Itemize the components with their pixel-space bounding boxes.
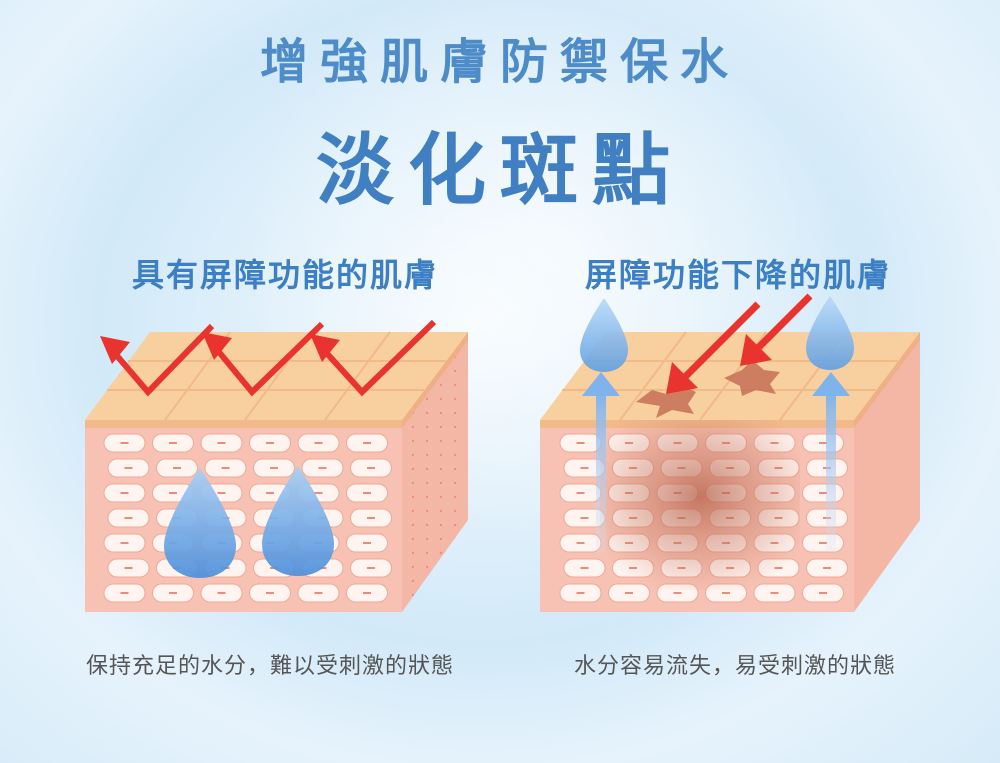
irritant-arrow-shaft: [751, 293, 813, 355]
left-skin-block: [85, 319, 468, 612]
arrowhead-icon: [202, 332, 232, 360]
damage-area: [600, 420, 800, 590]
water-drop-icon: [806, 296, 854, 370]
crack-spot-icon: [636, 384, 696, 418]
deflect-arrow-icon: [319, 319, 437, 397]
deflect-arrow-icon: [211, 321, 325, 397]
deflect-arrowheads: [100, 332, 340, 364]
right-panel-caption: 水分容易流失，易受刺激的狀態: [573, 654, 896, 679]
water-drop-icon: [262, 466, 334, 576]
right-top-side-edge: [854, 332, 920, 428]
arrowhead-icon: [740, 334, 772, 366]
up-arrow-icon: [812, 372, 850, 396]
up-arrow-shaft: [826, 392, 836, 552]
headline-line-2: 淡化斑點: [315, 125, 684, 216]
water-drop-icon: [164, 468, 236, 578]
up-arrow-shaft: [596, 392, 606, 552]
right-block-side: [854, 332, 920, 612]
right-skin-block: [540, 293, 920, 612]
arrowhead-icon: [100, 336, 130, 364]
left-panel-caption: 保持充足的水分，難以受刺激的狀態: [85, 654, 454, 679]
water-drop-icon: [580, 298, 628, 372]
left-panel-title: 具有屏障功能的肌膚: [131, 256, 438, 294]
left-top-edge: [85, 420, 402, 428]
left-top-side-edge: [402, 332, 468, 428]
arrowhead-icon: [666, 362, 698, 394]
crack-spot-icon: [724, 360, 780, 396]
right-panel-title: 屏障功能下降的肌膚: [584, 256, 891, 294]
deflect-arrows: [109, 319, 437, 397]
irritant-arrow-shaft: [679, 301, 761, 383]
water-loss-arrows: [582, 372, 850, 552]
arrowhead-icon: [310, 334, 340, 362]
deflect-arrow-icon: [109, 323, 215, 397]
irritant-arrows: [666, 293, 813, 394]
headline-line-1: 增強肌膚防禦保水: [259, 34, 740, 90]
up-arrow-icon: [582, 372, 620, 396]
